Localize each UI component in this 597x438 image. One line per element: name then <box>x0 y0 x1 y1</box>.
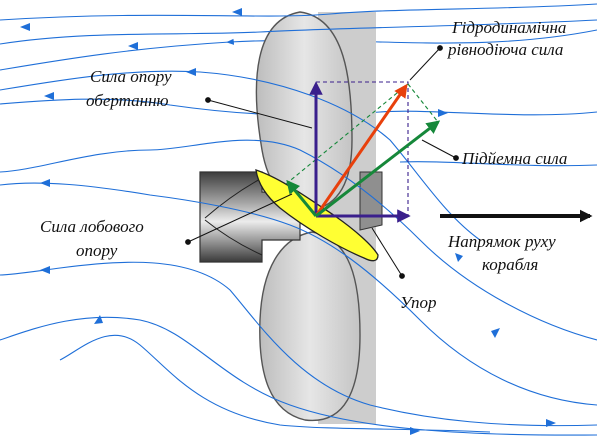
resultant-force-vector <box>314 83 408 217</box>
dashed-green-guide <box>285 83 439 185</box>
hub-curve <box>204 177 263 219</box>
flow-line <box>0 316 597 436</box>
label-lift: Підйемна сила <box>461 149 567 168</box>
dashed-purple-guide <box>316 81 409 216</box>
flow-line <box>0 182 597 406</box>
leader-dot <box>185 239 191 245</box>
propeller <box>199 11 383 424</box>
flow-arrow-icon <box>410 427 420 435</box>
leader-lift <box>421 139 457 159</box>
flow-line <box>0 70 481 241</box>
flow-arrow-icon <box>186 68 196 76</box>
flow-line <box>0 19 597 45</box>
label-drag-line2: опору <box>76 241 118 260</box>
leader-hydro <box>409 47 441 81</box>
flow-line <box>59 334 491 433</box>
leader-rotation <box>207 99 313 129</box>
labels: Гідродинамічна рівнодіюча сила Сила опор… <box>40 18 567 312</box>
flow-arrow-icon <box>44 92 54 100</box>
flow-arrow-icon <box>546 419 556 427</box>
label-thrust: Упор <box>400 293 436 312</box>
flow-line <box>0 3 597 21</box>
label-rotation-line2: обертанню <box>86 91 169 110</box>
label-direction-line1: Напрямок руху <box>447 232 556 251</box>
flow-arrow-icon <box>40 179 50 187</box>
leader-dot <box>453 155 459 161</box>
flow-line <box>399 161 597 167</box>
flow-line <box>0 261 597 427</box>
label-hydro-line1: Гідродинамічна <box>451 18 566 37</box>
flow-line <box>0 29 597 71</box>
flow-arrow-icon <box>20 23 30 31</box>
label-drag-line1: Сила лобового <box>40 217 144 236</box>
label-rotation-line1: Сила опору <box>90 67 172 86</box>
hub-curve <box>204 219 263 256</box>
flow-arrow-icon <box>491 328 500 338</box>
leader-dot <box>399 273 405 279</box>
drag-force-vector <box>286 179 318 217</box>
leader-thrust <box>371 227 403 277</box>
leader-lines <box>185 45 459 279</box>
label-direction-line2: корабля <box>482 255 538 274</box>
leader-drag <box>187 193 293 243</box>
flow-line <box>0 139 597 341</box>
flow-lines-front <box>0 3 597 436</box>
lift-force-vector <box>315 120 441 218</box>
flow-arrow-icon <box>40 266 50 274</box>
flow-arrow-icon <box>455 253 463 262</box>
leader-dot <box>437 45 443 51</box>
label-hydro-line2: рівнодіюча сила <box>447 40 563 59</box>
lower-blade <box>259 231 361 422</box>
flow-arrow-icon <box>232 8 242 16</box>
leader-dot <box>205 97 211 103</box>
force-vectors <box>285 81 441 223</box>
flow-arrow-icon <box>128 42 138 50</box>
flow-arrow-icon <box>94 315 103 324</box>
flow-arrowheads <box>20 8 556 435</box>
flow-arrow-icon <box>438 109 448 117</box>
